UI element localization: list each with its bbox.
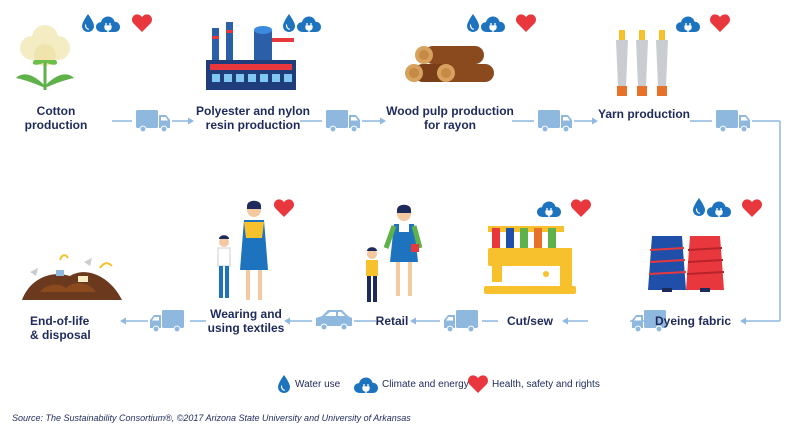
step-label-line: Polyester and nylon <box>195 104 311 118</box>
step-label-line: production <box>24 118 88 132</box>
dye-spools-illustration <box>648 236 725 292</box>
polyester-impact-icons <box>282 13 322 33</box>
step-label-line: Wearing and <box>210 307 282 321</box>
heart-icon <box>274 199 294 217</box>
water-drop-icon <box>692 197 706 217</box>
step-label-retail: Retail <box>372 314 412 328</box>
step-label-wearing: Wearing and using textiles <box>204 307 288 335</box>
cotton-impact-icons <box>81 13 152 33</box>
top-flow-arrows <box>112 117 781 325</box>
shoppers-illustration <box>366 204 423 302</box>
step-label-line: for rayon <box>423 118 476 132</box>
cloud-plug-icon <box>536 200 562 218</box>
cloud-plug-icon <box>296 15 322 33</box>
step-label-line: Dyeing fabric <box>654 314 732 328</box>
landfill-illustration <box>22 254 122 300</box>
heart-icon <box>132 14 152 32</box>
woodpulp-impact-icons <box>466 13 536 33</box>
truck-icon <box>136 110 170 133</box>
water-drop-icon <box>282 13 296 33</box>
step-label-line: End-of-life <box>30 314 90 328</box>
truck-icon <box>444 310 478 333</box>
cutsew-impact-icons <box>536 199 591 218</box>
cloud-plug-icon <box>95 15 121 33</box>
step-label-line: Retail <box>375 314 409 328</box>
step-label-line: & disposal <box>30 328 91 342</box>
water-drop-icon <box>466 13 480 33</box>
cloud-plug-icon <box>353 376 379 394</box>
step-label-yarn: Yarn production <box>592 107 696 121</box>
legend-climate-label: Climate and energy <box>382 379 469 390</box>
cotton-plant-illustration <box>16 25 74 90</box>
yarn-impact-icons <box>675 14 730 33</box>
cloud-plug-icon <box>480 15 506 33</box>
source-credit: Source: The Sustainability Consortium®, … <box>12 413 411 423</box>
step-label-woodpulp: Wood pulp production for rayon <box>382 104 518 132</box>
step-label-line: Cotton <box>36 104 76 118</box>
step-label-line: using textiles <box>207 321 285 335</box>
water-drop-icon <box>277 374 291 394</box>
step-label-dyeing: Dyeing fabric <box>646 314 740 328</box>
car-icon <box>316 310 352 331</box>
step-label-line: Wood pulp production <box>386 104 514 118</box>
cloud-plug-icon <box>706 200 732 218</box>
heart-icon <box>571 199 591 217</box>
factory-illustration <box>206 22 296 90</box>
truck-icon <box>326 110 360 133</box>
sewing-machine-illustration <box>484 226 576 294</box>
heart-icon <box>516 14 536 32</box>
legend-health-label: Health, safety and rights <box>492 379 600 390</box>
step-label-polyester: Polyester and nylon resin production <box>188 104 318 132</box>
step-label-cotton: Cotton production <box>14 104 98 132</box>
truck-icon <box>538 110 572 133</box>
family-illustration <box>217 200 268 300</box>
water-drop-icon <box>81 13 95 33</box>
step-label-endoflife: End-of-life & disposal <box>30 314 110 342</box>
truck-icon <box>716 110 750 133</box>
yarn-cones-illustration <box>616 30 668 96</box>
step-label-line: Yarn production <box>597 107 690 121</box>
bottom-flow-arrows <box>120 317 646 325</box>
truck-icon <box>150 310 184 333</box>
heart-icon <box>468 375 488 393</box>
heart-icon <box>710 14 730 32</box>
step-label-line: resin production <box>205 118 301 132</box>
step-label-cutsew: Cut/sew <box>498 314 562 328</box>
heart-icon <box>742 199 762 217</box>
step-label-line: Cut/sew <box>506 314 553 328</box>
logs-illustration <box>405 46 494 82</box>
dyeing-impact-icons <box>692 197 762 218</box>
legend-water-label: Water use <box>295 379 341 390</box>
cloud-plug-icon <box>675 15 701 33</box>
